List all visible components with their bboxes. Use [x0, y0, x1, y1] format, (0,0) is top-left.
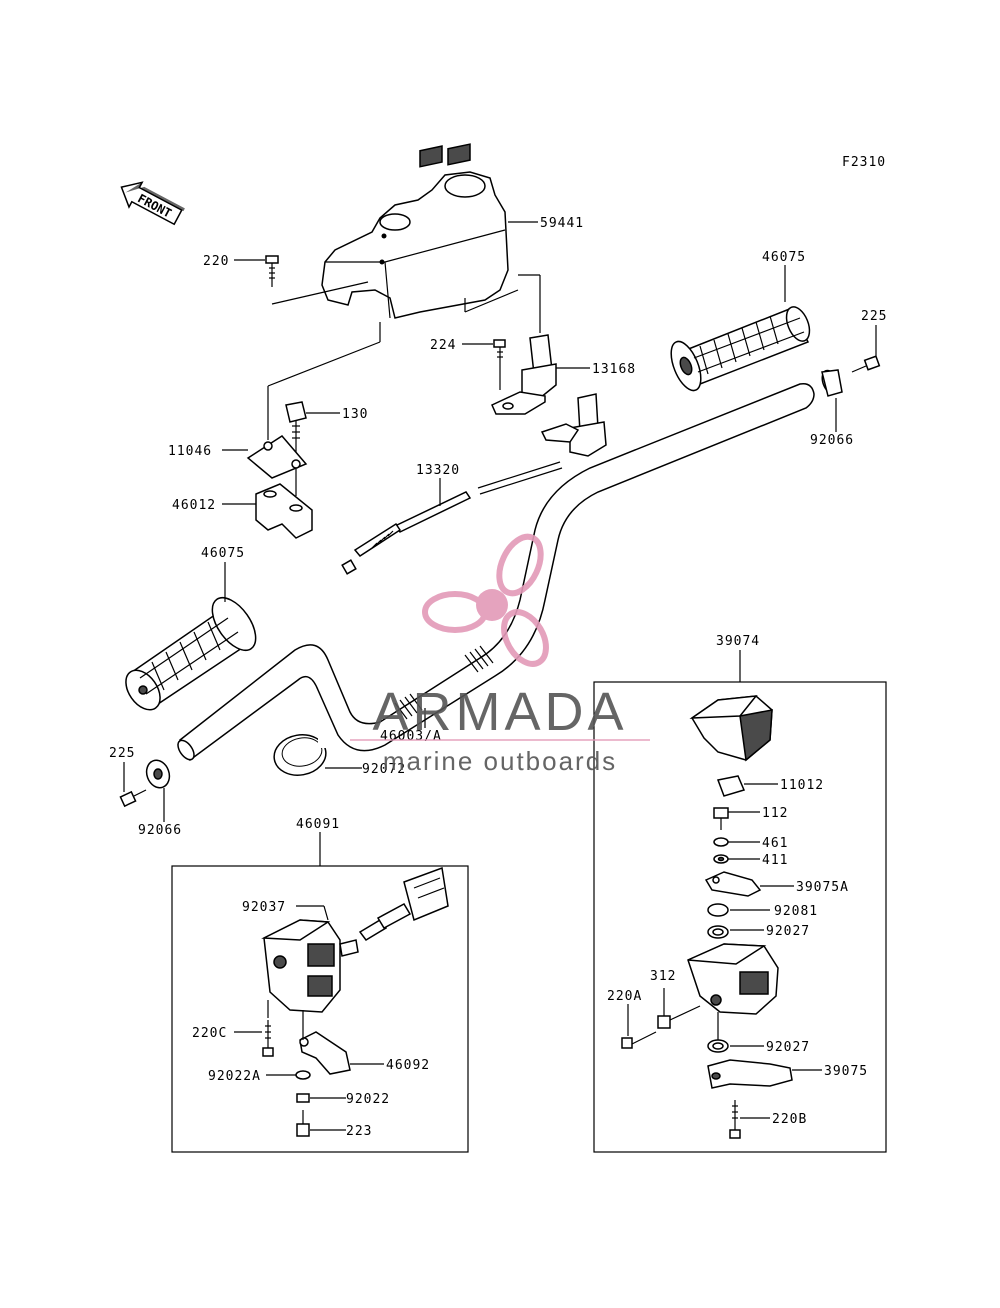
connector-plug [358, 866, 449, 941]
part-label-220A: 220A [607, 989, 642, 1004]
grip-left [125, 597, 257, 711]
figure-code: F2310 [842, 155, 886, 170]
watermark-brand: ARMADA [372, 682, 627, 742]
part-label-39075A: 39075A [796, 880, 849, 895]
handlebar-cover [321, 143, 509, 319]
part-label-92066-top: 92066 [810, 433, 854, 448]
part-label-39075: 39075 [824, 1064, 868, 1079]
screw-224 [493, 339, 506, 390]
part-label-46092: 46092 [386, 1058, 430, 1073]
clip-11012 [716, 775, 746, 797]
part-label-92081: 92081 [774, 904, 818, 919]
screw-220A [621, 1004, 657, 1049]
part-label-92027-b: 92027 [766, 1040, 810, 1055]
plate-39075A [704, 871, 762, 897]
part-label-225-left: 225 [109, 746, 135, 761]
part-label-92027-a: 92027 [766, 924, 810, 939]
part-label-130: 130 [342, 407, 368, 422]
part-label-92066-left: 92066 [138, 823, 182, 838]
grip-right [670, 306, 811, 392]
part-label-112: 112 [762, 806, 788, 821]
screw-225-left [119, 789, 147, 808]
part-label-92022A: 92022A [208, 1069, 261, 1084]
part-label-46075-left: 46075 [201, 546, 245, 561]
washer-92027-b [707, 1039, 729, 1053]
switch-housing-46091 [261, 919, 359, 1013]
washer-461 [713, 837, 729, 847]
watermark-tagline: marine outboards [383, 746, 617, 776]
part-label-220B: 220B [772, 1112, 807, 1127]
part-label-46091: 46091 [296, 817, 340, 832]
part-label-220C: 220C [192, 1026, 227, 1041]
propeller-icon [422, 533, 549, 667]
part-label-11046: 11046 [168, 444, 212, 459]
part-label-13320: 13320 [416, 463, 460, 478]
part-label-11012: 11012 [780, 778, 824, 793]
washer-92022A [295, 1070, 311, 1080]
throttle-cable [341, 461, 563, 575]
part-label-59441: 59441 [540, 216, 584, 231]
clamp-plate-11046 [246, 435, 308, 479]
nut-312 [657, 988, 671, 1029]
part-label-92022: 92022 [346, 1092, 390, 1107]
screw-225-right [851, 355, 881, 373]
washer-92027-a [707, 925, 729, 939]
switch-13168 [491, 334, 557, 415]
clamp-46012 [255, 483, 313, 539]
part-label-461: 461 [762, 836, 788, 851]
part-label-411: 411 [762, 853, 788, 868]
lever-housing-39075 [687, 943, 779, 1015]
lever-39075 [707, 1059, 793, 1089]
ring-92072 [273, 734, 328, 776]
cover-39074 [689, 695, 773, 762]
handlebar-tube [177, 382, 815, 762]
part-label-92037: 92037 [242, 900, 286, 915]
screw-220C [262, 1020, 274, 1057]
part-label-224: 224 [430, 338, 456, 353]
part-label-92072: 92072 [362, 762, 406, 777]
bar-end-left [145, 759, 171, 789]
bar-end-right [821, 369, 843, 397]
spring-92081 [707, 903, 729, 917]
watermark-logo: ARMADA marine outboards [350, 533, 650, 776]
nut-223 [296, 1110, 310, 1137]
part-label-223: 223 [346, 1124, 372, 1139]
washer-411 [713, 854, 729, 864]
washer-92022 [296, 1093, 310, 1103]
screw-220B [729, 1100, 741, 1139]
bolt-112 [713, 807, 729, 830]
part-label-46012: 46012 [172, 498, 216, 513]
part-label-13168: 13168 [592, 362, 636, 377]
part-label-312: 312 [650, 969, 676, 984]
screw-220 [265, 255, 279, 287]
part-label-46075-top: 46075 [762, 250, 806, 265]
switch-on-bar [540, 393, 607, 457]
part-label-225-top: 225 [861, 309, 887, 324]
front-arrow-icon: FRONT [120, 181, 185, 226]
lever-46092 [299, 1031, 351, 1075]
part-label-39074: 39074 [716, 634, 760, 649]
part-label-220: 220 [203, 254, 229, 269]
bolt-130 [285, 401, 307, 446]
